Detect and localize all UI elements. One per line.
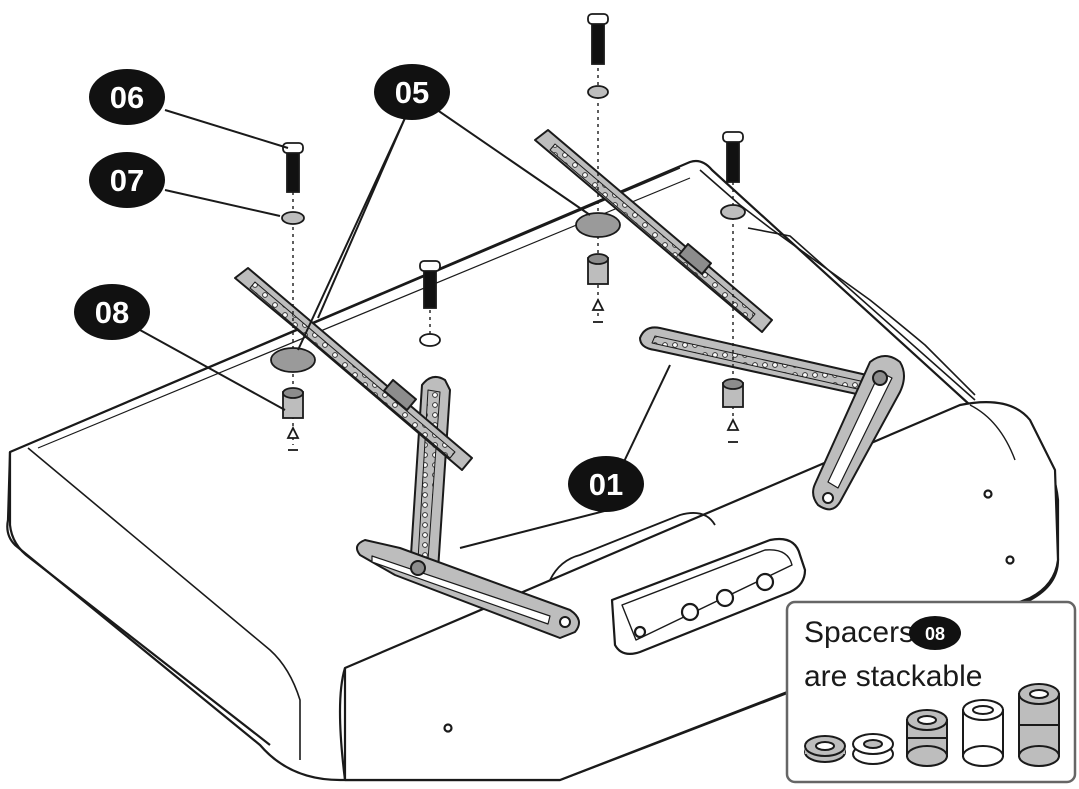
callout-08-label: 08 (95, 295, 129, 330)
callout-06-label: 06 (110, 80, 144, 115)
callout-07: 07 (89, 152, 165, 208)
inset-line1: Spacers (804, 616, 914, 649)
inset-line2: are stackable (804, 660, 982, 693)
fasteners (270, 13, 746, 451)
arm-right (639, 326, 905, 511)
callout-01: 01 (568, 456, 644, 512)
leader-lines (139, 104, 671, 549)
inset-badge-label: 08 (925, 624, 945, 644)
callout-06: 06 (89, 69, 165, 125)
bracket-right (534, 129, 773, 333)
spacer-stack-icons (804, 683, 1060, 767)
spacers-inset: Spacers 08 are stackable (785, 600, 1077, 784)
callout-07-label: 07 (110, 163, 144, 198)
inset-badge: 08 (909, 616, 961, 650)
callout-08: 08 (74, 284, 150, 340)
bracket-left (234, 267, 473, 471)
callout-05: 05 (374, 64, 450, 120)
callout-01-label: 01 (589, 467, 623, 502)
callout-05-label: 05 (395, 75, 429, 110)
